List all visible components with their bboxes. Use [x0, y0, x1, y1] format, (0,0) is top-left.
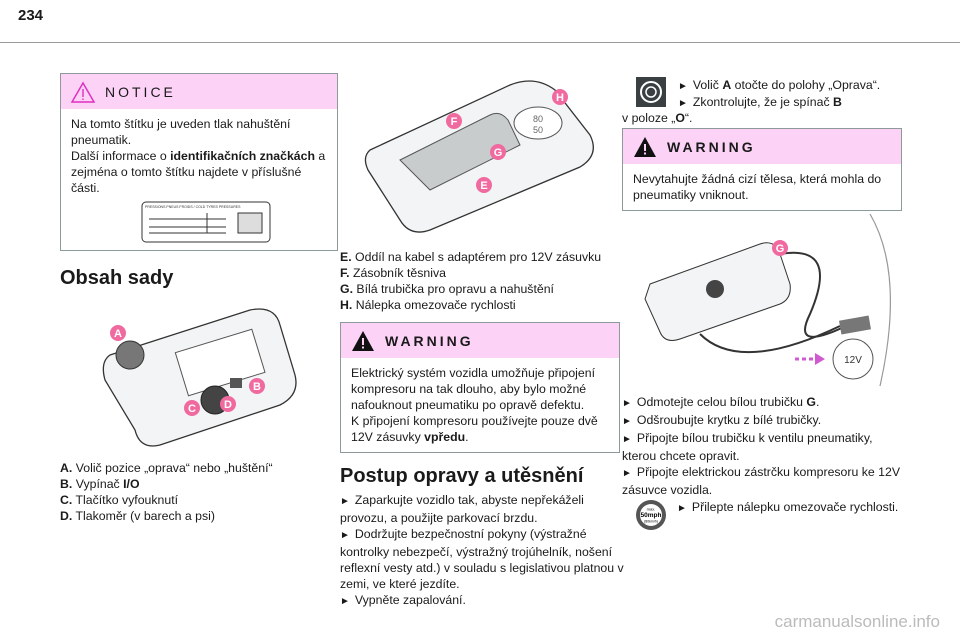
header-divider [0, 42, 960, 43]
warning-text: Elektrický systém vozidla umožňuje připo… [351, 366, 595, 412]
switch-step-cont: v poloze „O“. [622, 111, 693, 125]
warning-box: WARNING Elektrický systém vozidla umožňu… [340, 322, 620, 453]
page-number: 234 [18, 7, 44, 24]
list-item: B. Vypínač I/O [60, 477, 140, 491]
connection-steps: ►Odmotejte celou bílou trubičku G. ►Odšr… [622, 394, 907, 531]
warning-title: WARNING [385, 332, 474, 349]
compressor-connection-illustration: G 12V [644, 214, 892, 386]
list-item: ►Zaparkujte vozidlo tak, abyste nepřekáž… [340, 493, 584, 525]
warning-box-2: WARNING Nevytahujte žádná cizí tělesa, k… [622, 128, 902, 211]
svg-text:F: F [451, 116, 458, 128]
tyre-pressure-label-image: PRESSIONS PNEUS FROIDS / COLD TYRES PRES… [141, 201, 271, 243]
svg-text:80: 80 [533, 114, 543, 124]
svg-text:E: E [480, 180, 487, 192]
list-item: C. Tlačítko vyfouknutí [60, 493, 179, 507]
svg-text:PRESSIONS PNEUS FROIDS / COLD: PRESSIONS PNEUS FROIDS / COLD TYRES PRES… [145, 205, 241, 209]
svg-text:50mph: 50mph [641, 512, 662, 519]
list-item: F. Zásobník těsniva [340, 266, 446, 280]
warning-triangle-outline-icon [71, 81, 95, 103]
kit-parts-list-2: E. Oddíl na kabel s adaptérem pro 12V zá… [340, 249, 625, 313]
svg-text:B: B [253, 381, 261, 393]
notice-header: NOTICE [61, 74, 337, 109]
list-item: ►Vypněte zapalování. [340, 593, 466, 607]
list-item: ►Odšroubujte krytku z bílé trubičky. [622, 413, 822, 427]
svg-text:A: A [114, 328, 122, 340]
svg-text:50: 50 [533, 125, 543, 135]
notice-text: Na tomto štítku je uveden tlak nahuštění… [71, 117, 291, 147]
svg-text:G: G [494, 147, 503, 159]
repair-steps: ►Zaparkujte vozidlo tak, abyste nepřekáž… [340, 492, 625, 610]
svg-text:12V: 12V [844, 355, 862, 366]
kit-contents-heading: Obsah sady [60, 267, 174, 289]
notice-text-2: Další informace o identifikačních značká… [71, 149, 326, 195]
warning-text-2: K připojení kompresoru používejte pouze … [351, 414, 598, 444]
repair-heading: Postup opravy a utěsnění [340, 465, 584, 487]
sticker-step-row: max. 50mph (80km/h) ►Přilepte nálepku om… [635, 499, 907, 531]
svg-text:G: G [776, 243, 785, 255]
list-item: ►Odmotejte celou bílou trubičku G. [622, 395, 820, 409]
list-item: H. Nálepka omezovače rychlosti [340, 298, 516, 312]
list-item: ►Dodržujte bezpečnostní pokyny (výstražn… [340, 527, 624, 591]
sticker-step: ►Přilepte nálepku omezovače rychlosti. [677, 500, 899, 514]
svg-text:D: D [224, 399, 232, 411]
tyre-repair-mode-icon [636, 77, 666, 107]
svg-text:max.: max. [647, 507, 656, 512]
svg-text:H: H [556, 92, 564, 104]
list-item: E. Oddíl na kabel s adaptérem pro 12V zá… [340, 250, 602, 264]
list-item: D. Tlakoměr (v barech a psi) [60, 509, 215, 523]
svg-text:C: C [188, 403, 196, 415]
svg-text:(80km/h): (80km/h) [644, 520, 658, 524]
notice-box: NOTICE Na tomto štítku je uveden tlak na… [60, 73, 338, 251]
list-item: ►Připojte elektrickou zástrčku kompresor… [622, 465, 901, 497]
watermark: carmanualsonline.info [774, 612, 940, 631]
warning-triangle-icon [352, 330, 374, 351]
speed-limit-sticker-icon: max. 50mph (80km/h) [636, 500, 666, 530]
switch-step: ►Zkontrolujte, že je spínač B [678, 95, 842, 109]
kit-parts-list: A. Volič pozice „oprava“ nebo „huštění“ … [60, 460, 340, 524]
selector-step: ►Volič A otočte do polohy „Oprava“. [678, 78, 881, 92]
compressor-kit-illustration: A B C D [102, 308, 297, 447]
list-item: ►Připojte bílou trubičku k ventilu pneum… [622, 431, 873, 463]
warning-text: Nevytahujte žádná cizí tělesa, která moh… [633, 172, 882, 202]
kit-storage-illustration: 80 50 F H G E [364, 80, 594, 233]
notice-title: NOTICE [105, 83, 176, 100]
list-item: A. Volič pozice „oprava“ nebo „huštění“ [60, 461, 273, 475]
warning-title: WARNING [667, 138, 756, 155]
warning-triangle-icon [634, 136, 656, 157]
list-item: G. Bílá trubička pro opravu a nahuštění [340, 282, 554, 296]
